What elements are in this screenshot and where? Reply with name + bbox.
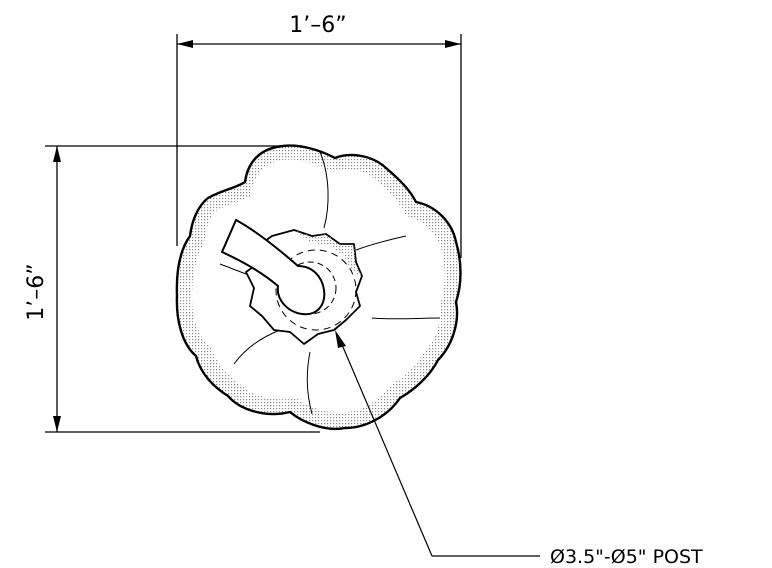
width-arrow-right [445,40,461,48]
rib-line [355,235,407,251]
width-dimension-label: 1’–6” [289,13,346,38]
post-outline-large [275,249,357,331]
pumpkin-outline [175,144,462,431]
leader-arrowhead [335,330,346,348]
width-dimension [176,34,462,258]
height-dimension [45,145,320,433]
pumpkin-stem [221,219,326,316]
post-callout-leader [335,330,540,557]
post-callout-label: Ø3.5"-Ø5" POST [550,546,703,568]
stem-crown-shading [294,230,362,276]
rib-line [306,351,313,415]
height-dimension-label: 1’–6” [24,263,49,320]
height-arrow-top [53,146,61,162]
width-arrow-left [177,40,193,48]
leader-diagonal [339,339,433,557]
rib-line [371,317,441,320]
rib-line [233,329,281,365]
pumpkin-body [175,144,462,431]
rib-line [319,151,329,229]
height-arrow-bottom [53,416,61,432]
